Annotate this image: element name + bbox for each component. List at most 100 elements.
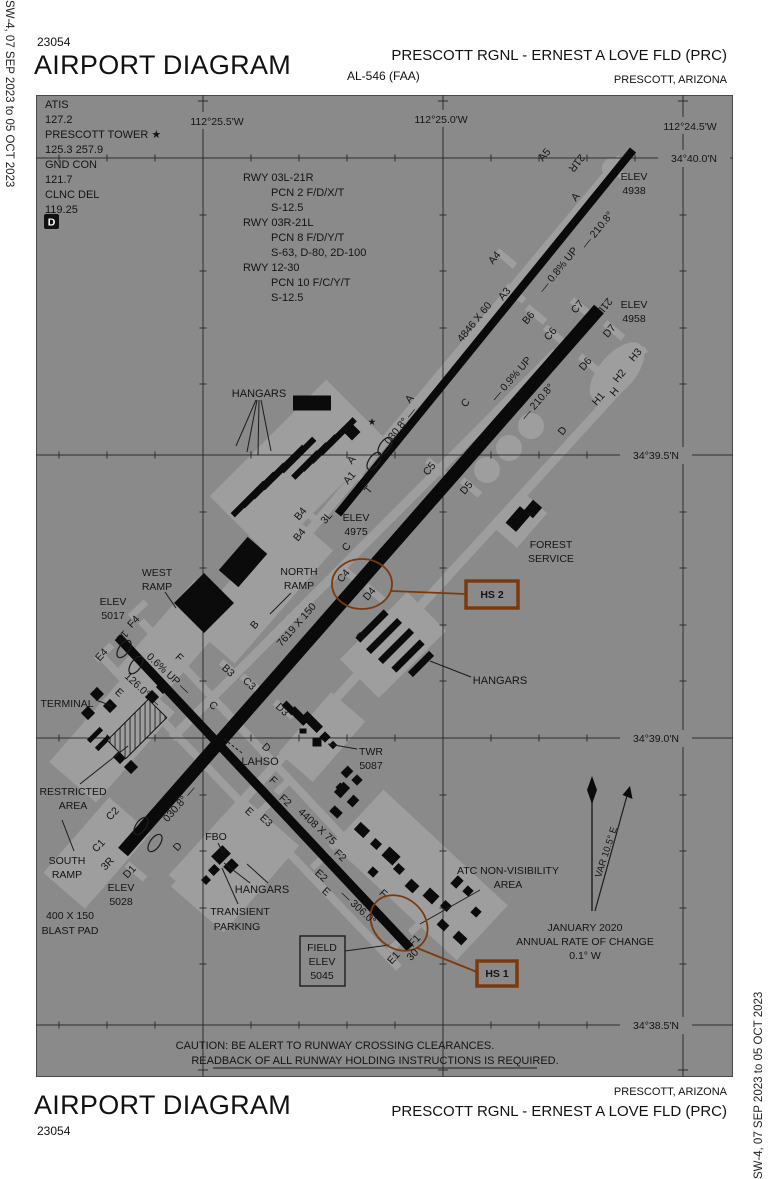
lahso-arrow [223,738,243,754]
header-al-number: AL-546 (FAA) [347,69,420,83]
transient-parking-label2: PARKING [214,921,260,933]
field-elev-value: 5045 [310,970,334,982]
transient-parking-label: TRANSIENT [210,906,270,918]
lat-label-1: 34°40.0'N [671,153,717,165]
footer-chart-number: 23054 [37,1124,71,1138]
north-arrow [587,776,633,912]
north-ramp-label2: RAMP [284,580,314,592]
south-ramp-label2: RAMP [52,869,82,881]
lon-label-2: 112°25.0'W [414,114,467,126]
hs1-label: HS 1 [485,968,509,980]
gnd-freq: 121.7 [45,174,73,186]
comm-frequencies-block: ATIS 127.2 PRESCOTT TOWER ★ 125.3 257.9 … [45,99,161,216]
hotspot-hs2 [331,558,520,610]
hangars-south-label: HANGARS [235,884,289,896]
elev-3r-label: ELEV [108,882,135,894]
grid-layer [36,95,733,1077]
beacon-star-icon: ★ [368,417,377,428]
hangars-nw-label: HANGARS [232,388,286,400]
hs1-box [475,959,519,988]
blast-pad-label2: BLAST PAD [42,925,99,937]
hs2-label: HS 2 [480,589,504,601]
d-atis-letter: D [48,217,56,229]
elev-21l-value: 4958 [622,313,646,325]
tower-elev-value: 5087 [359,760,383,772]
tower-label: TWR [359,746,383,758]
header-airport-name: PRESCOTT RGNL - ERNEST A LOVE FLD (PRC) [391,47,727,64]
restricted-area-building [106,698,168,760]
atis-label: ATIS [45,99,69,111]
tower-label: PRESCOTT TOWER ★ [45,129,161,141]
lon-label-3: 112°24.5'W [663,121,716,133]
rwy3-pcn: PCN 10 F/C/Y/T [271,277,351,289]
terminal-label: TERMINAL [40,698,93,710]
hotspot-hs1 [369,894,519,988]
fbo-label: FBO [205,831,227,843]
hs2-box [464,579,520,610]
rwy2-strength: S-63, D-80, 2D-100 [271,247,366,259]
tower-freq: 125.3 257.9 [45,144,103,156]
rate-of-change-label: ANNUAL RATE OF CHANGE [516,936,654,948]
field-elevation-box [299,935,346,987]
gnd-label: GND CON [45,159,97,171]
atc-nonvisibility-label: ATC NON-VISIBILITY [457,865,559,877]
west-ramp-label2: RAMP [142,581,172,593]
rwy3-label: RWY 12-30 [243,262,299,274]
lat-label-2: 34°39.5'N [633,450,679,462]
blast-pad [96,849,126,882]
grid-ticks-horizontal [58,154,636,1029]
page-title: AIRPORT DIAGRAM [34,50,292,80]
elev-3l-value: 4975 [344,526,368,538]
rwy1-pcn: PCN 2 F/D/X/T [271,187,345,199]
runways-layer [96,147,637,952]
wind-indicator-symbols [116,436,393,853]
rwy3-strength: S-12.5 [271,292,303,304]
footer-city: PRESCOTT, ARIZONA [613,1086,727,1098]
restricted-area-label2: AREA [59,800,88,812]
variation-date-label: JANUARY 2020 [548,922,623,934]
forest-service-label: FOREST [530,539,573,551]
runway-info-block: RWY 03L-21R PCN 2 F/D/X/T S-12.5 RWY 03R… [243,172,366,304]
blast-pad-label: 400 X 150 [46,910,94,922]
control-tower-building [312,737,322,747]
runway-03l-21r [334,147,637,517]
header-chart-number: 23054 [37,35,71,49]
hangars-east-label: HANGARS [473,675,527,687]
field-elev-label2: ELEV [309,956,336,968]
header-city: PRESCOTT, ARIZONA [613,74,727,86]
elev-3l-label: ELEV [343,512,370,524]
rwy1-strength: S-12.5 [271,202,303,214]
south-ramp-label: SOUTH [49,855,86,867]
effective-date-banner-left: SW-4, 07 SEP 2023 to 05 OCT 2023 [3,0,15,188]
true-north-arrowhead [587,776,597,804]
lat-label-4: 34°38.5'N [633,1020,679,1032]
field-elev-label1: FIELD [307,942,337,954]
footer-airport-name: PRESCOTT RGNL - ERNEST A LOVE FLD (PRC) [391,1103,727,1120]
elev-21r-label: ELEV [621,171,648,183]
runway-03r-21l [118,304,604,857]
elev-12-value: 5017 [101,610,125,622]
rwy2-label: RWY 03R-21L [243,217,314,229]
lat-label-3: 34°39.0'N [633,733,679,745]
rwy1-label: RWY 03L-21R [243,172,314,184]
restricted-area-label: RESTRICTED [39,786,107,798]
caution-line-2: READBACK OF ALL RUNWAY HOLDING INSTRUCTI… [191,1055,558,1067]
magnetic-variation-arrow [594,791,629,912]
lon-label-1: 112°25.5'W [190,116,243,128]
annotation-lines [61,399,537,1069]
elev-12-label: ELEV [100,596,127,608]
elev-21l-label: ELEV [621,299,648,311]
north-ramp-label: NORTH [280,566,317,578]
clnc-label: CLNC DEL [45,189,99,201]
graticule-labels: 112°25.5'W 112°25.0'W 112°24.5'W 34°40.0… [180,110,730,1034]
rwy2-pcn: PCN 8 F/D/Y/T [271,232,345,244]
atis-freq: 127.2 [45,114,73,126]
clnc-freq: 119.25 [45,204,78,216]
chart-area [36,95,733,1077]
west-ramp-label: WEST [142,567,173,579]
elev-21r-value: 4938 [622,185,646,197]
rate-of-change-value: 0.1° W [569,950,601,962]
elev-3r-value: 5028 [109,896,133,908]
atc-nonvisibility-label2: AREA [494,879,523,891]
